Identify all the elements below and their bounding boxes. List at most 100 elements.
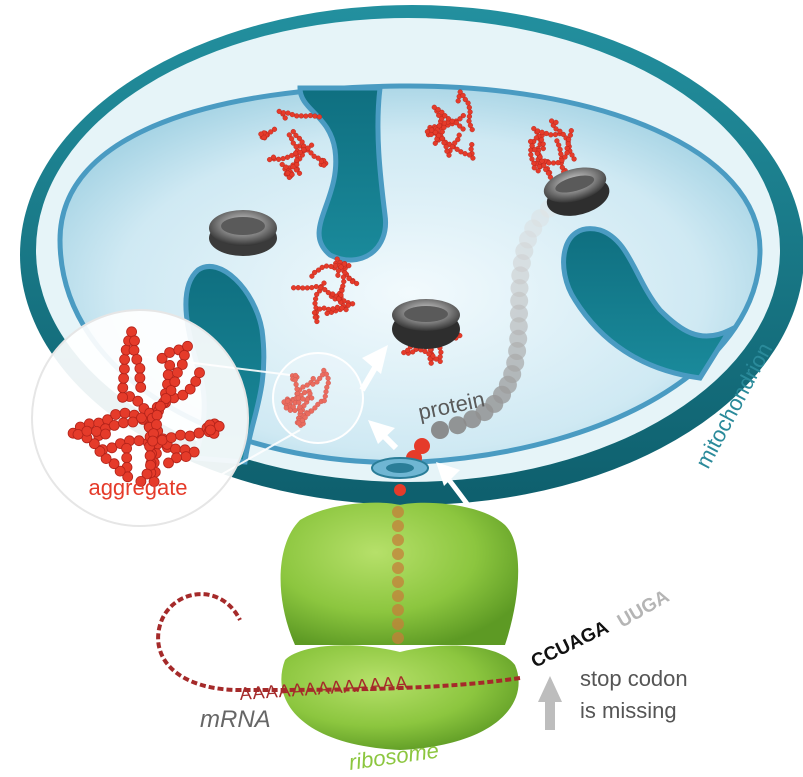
aggregate-bead <box>148 436 158 446</box>
nascent-chain-bead <box>392 618 404 630</box>
aggregate-bead <box>410 350 415 355</box>
aggregate-bead <box>281 110 286 115</box>
aggregate-bead <box>134 436 144 446</box>
aggregate-bead <box>331 306 336 311</box>
aggregate-bead <box>555 139 560 144</box>
aggregate-bead <box>315 319 320 324</box>
aggregate-bead <box>91 426 101 436</box>
aggregate-bead <box>313 114 318 119</box>
aggregate-bead <box>329 264 334 269</box>
aggregate-bead <box>322 306 327 311</box>
aggregate-bead <box>276 157 281 162</box>
aggregate-bead <box>183 341 193 351</box>
aggregate-bead <box>565 151 570 156</box>
gray-arrow-up <box>538 676 562 702</box>
aggregate-bead <box>333 263 338 268</box>
aggregate-bead <box>467 119 472 124</box>
aggregate-bead <box>530 143 535 148</box>
aggregate-bead <box>313 315 318 320</box>
aggregate-bead <box>346 263 351 268</box>
aggregate-bead <box>470 127 475 132</box>
aggregate-bead <box>568 133 573 138</box>
aggregate-bead <box>300 286 305 291</box>
aggregate-bead <box>341 279 346 284</box>
aggregate-bead <box>164 458 174 468</box>
aggregate-bead <box>314 284 319 289</box>
aggregate-bead <box>341 275 346 280</box>
aggregate-bead <box>152 420 162 430</box>
aggregate-bead <box>285 155 290 160</box>
aggregate-bead <box>425 129 430 134</box>
aggregate-bead <box>135 373 145 383</box>
aggregate-bead <box>340 306 345 311</box>
nascent-chain-bead <box>392 562 404 574</box>
aggregate-bead <box>130 336 140 346</box>
aggregate-bead <box>350 301 355 306</box>
aggregate-bead <box>82 426 92 436</box>
aggregate-bead <box>468 110 473 115</box>
aggregate-bead <box>433 141 438 146</box>
aggregate-bead <box>119 364 129 374</box>
aggregate-bead <box>467 105 472 110</box>
aggregate-bead <box>206 425 216 435</box>
aggregate-bead <box>101 429 111 439</box>
aggregate-bead <box>547 161 552 166</box>
aggregate-bead <box>317 307 322 312</box>
aggregate-bead <box>166 433 176 443</box>
aggregate-bead <box>313 301 318 306</box>
aggregate-bead <box>294 158 299 163</box>
aggregate-bead <box>540 130 545 135</box>
aggregate-bead <box>551 161 556 166</box>
aggregate-bead <box>314 292 319 297</box>
aggregate-bead <box>155 401 165 411</box>
aggregate-bead <box>294 144 299 149</box>
stop-codon-label-line2: is missing <box>580 698 677 723</box>
codon-sequence-faded: UUGA <box>614 586 673 632</box>
gray-arrow-shaft <box>545 700 555 730</box>
aggregate-bead <box>118 392 128 402</box>
aggregate-bead <box>127 327 137 337</box>
aggregate-bead <box>335 305 340 310</box>
aggregate-bead <box>122 453 132 463</box>
aggregate-bead <box>313 297 318 302</box>
aggregate-bead <box>277 109 282 114</box>
aggregate-bead <box>437 123 442 128</box>
aggregate-bead <box>467 153 472 158</box>
translocon <box>372 458 428 478</box>
aggregate-bead <box>469 147 474 152</box>
aggregate-bead <box>553 132 558 137</box>
aggregate-bead <box>152 410 162 420</box>
aggregate-bead <box>347 276 352 281</box>
aggregate-bead <box>330 292 335 297</box>
aggregate-bead <box>535 129 540 134</box>
stop-codon-label-line1: stop codon <box>580 666 688 691</box>
aggregate-bead <box>308 113 313 118</box>
aggregate-bead <box>289 136 294 141</box>
aggregate-bead <box>118 383 128 393</box>
nascent-chain-bead <box>392 534 404 546</box>
aggregate-bead <box>145 451 155 461</box>
aggregate-bead <box>532 165 537 170</box>
aggregate-bead <box>457 133 462 138</box>
aggregate-bead <box>442 125 447 130</box>
aggregate-bead <box>271 155 276 160</box>
aggregate-bead <box>120 408 130 418</box>
aggregate-bead <box>285 171 290 176</box>
aggregate-bead <box>429 361 434 366</box>
aggregate-bead <box>467 114 472 119</box>
aggregate-bead <box>281 156 286 161</box>
mrna-label: mRNA <box>200 706 271 733</box>
aggregate-bead <box>445 149 450 154</box>
aggregate-bead <box>433 130 438 135</box>
aggregate-bead <box>259 132 264 137</box>
aggregate-bead <box>326 307 331 312</box>
aggregate-bead <box>324 264 329 269</box>
aggregate-bead <box>286 111 291 116</box>
nascent-chain-bead <box>392 604 404 616</box>
aggregate-bead <box>122 443 132 453</box>
aggregate-bead <box>469 142 474 147</box>
aggregate-bead <box>530 157 535 162</box>
aggregate-bead <box>461 127 466 132</box>
aggregate-bead <box>339 293 344 298</box>
